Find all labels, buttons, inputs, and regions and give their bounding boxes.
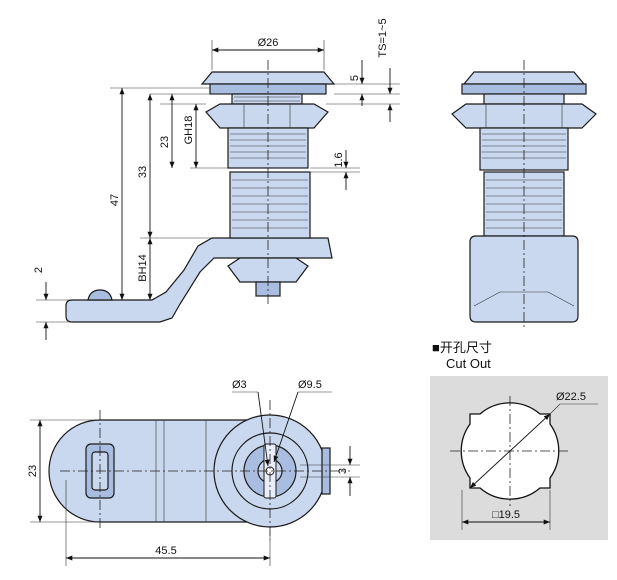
dim-5: 5	[349, 75, 361, 81]
dim-23-horiz: 23	[27, 465, 39, 477]
rib-lines	[232, 179, 308, 229]
dim-d9-5: Ø9.5	[298, 379, 322, 391]
bottom-nut	[227, 257, 309, 283]
hex-nut	[205, 103, 329, 129]
dim-ts: TS=1~5	[377, 18, 389, 57]
cutout-title-cn: ■开孔尺寸	[432, 340, 492, 355]
side-view	[451, 60, 597, 330]
cutout-title-en: Cut Out	[446, 356, 491, 371]
dim-d26: Ø26	[258, 37, 279, 49]
front-view: Ø26 47 33 23 GH18 BH14 2 5 TS=1~5 1.6	[33, 18, 400, 340]
dim-bh14: BH14	[137, 254, 149, 282]
dim-33: 33	[137, 166, 149, 178]
cutout-section: ■开孔尺寸 Cut Out Ø22.5 □19.5	[430, 340, 608, 540]
dim-45-5: 45.5	[155, 545, 176, 557]
dim-23-vert: 23	[159, 136, 171, 148]
dim-cut-d: Ø22.5	[556, 391, 586, 403]
dim-3: 3	[337, 468, 349, 474]
upper-thread-lines	[234, 96, 300, 102]
ribbed-sleeve	[229, 171, 311, 239]
top-view: Ø3 Ø9.5 23 3 45.5	[27, 379, 360, 566]
dim-2: 2	[33, 267, 45, 273]
upper-neck	[231, 93, 303, 105]
bracket-pin	[87, 289, 113, 301]
dim-47: 47	[109, 194, 121, 206]
dim-1-6: 1.6	[333, 152, 345, 167]
dim-d3: Ø3	[232, 379, 247, 391]
dim-gh18: GH18	[183, 116, 195, 145]
dim-cut-sq: □19.5	[492, 509, 520, 521]
